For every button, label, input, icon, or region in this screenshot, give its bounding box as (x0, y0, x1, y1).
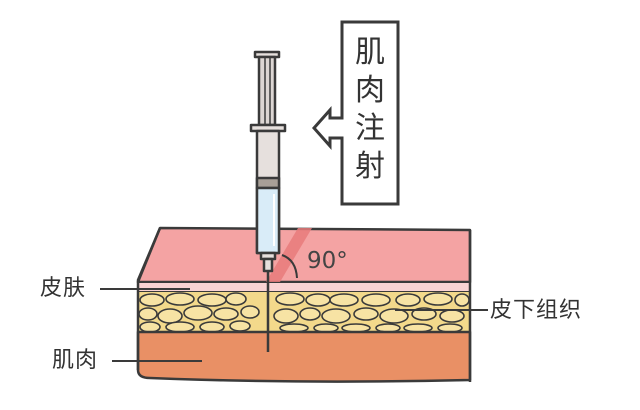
muscle-label: 肌肉 (52, 348, 99, 373)
angle-arc-icon (281, 254, 298, 279)
callout-arrow-box (311, 20, 400, 206)
subcutaneous-label: 皮下组织 (490, 298, 583, 323)
callout-char: 肌 (355, 35, 385, 70)
callout-char: 肉 (355, 73, 385, 108)
angle-band (266, 228, 312, 282)
syringe-icon (249, 50, 287, 352)
fat-cells (138, 292, 470, 333)
skin-label: 皮肤 (40, 276, 87, 301)
callout-char: 射 (355, 149, 385, 184)
callout-title: 肌 肉 注 射 (350, 34, 390, 186)
tissue-block (136, 226, 472, 383)
angle-label: 90° (307, 248, 348, 274)
callout-char: 注 (355, 111, 385, 146)
